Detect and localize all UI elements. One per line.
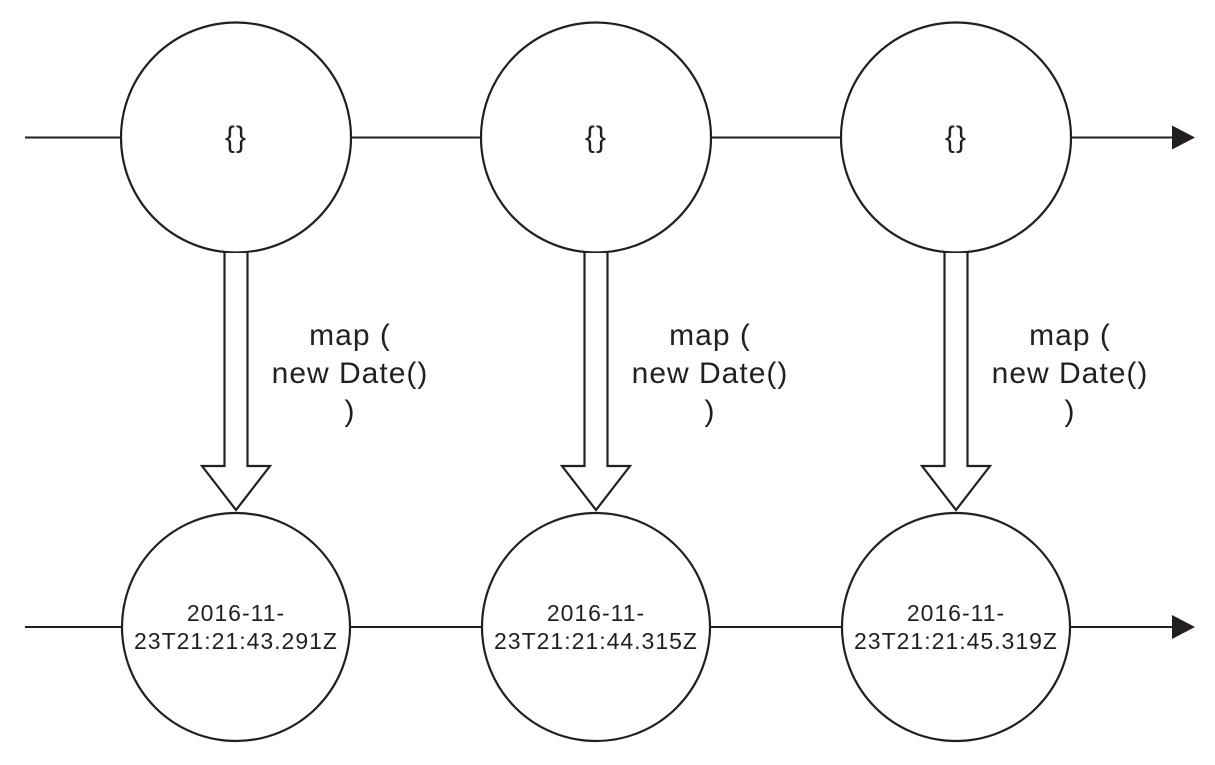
source-event-circle-1 xyxy=(119,21,353,254)
operator-label-3: map ( new Date() ) xyxy=(991,319,1149,428)
result-event-circle-3 xyxy=(840,511,1072,743)
map-arrow-icon-2 xyxy=(559,253,633,512)
result-event-circle-1 xyxy=(120,511,352,743)
source-event-label-3: {} xyxy=(944,121,968,154)
result-event-label-1: 2016-11- 23T21:21:43.291Z xyxy=(134,600,338,654)
result-event-circle-2 xyxy=(480,511,712,743)
operator-label-2: map ( new Date() ) xyxy=(631,319,789,428)
source-event-label-2: {} xyxy=(584,121,608,154)
source-event-circle-3 xyxy=(839,21,1073,254)
source-event-label-1: {} xyxy=(224,121,248,154)
source-event-circle-2 xyxy=(479,21,713,254)
map-arrow-icon-3 xyxy=(919,253,993,512)
source-timeline-arrowhead-icon xyxy=(1172,125,1195,150)
result-event-label-2: 2016-11- 23T21:21:44.315Z xyxy=(494,600,698,654)
map-arrow-icon-1 xyxy=(199,253,273,512)
operator-label-1: map ( new Date() ) xyxy=(271,319,429,428)
result-timeline-arrowhead-icon xyxy=(1172,615,1195,639)
result-event-label-3: 2016-11- 23T21:21:45.319Z xyxy=(854,600,1058,654)
